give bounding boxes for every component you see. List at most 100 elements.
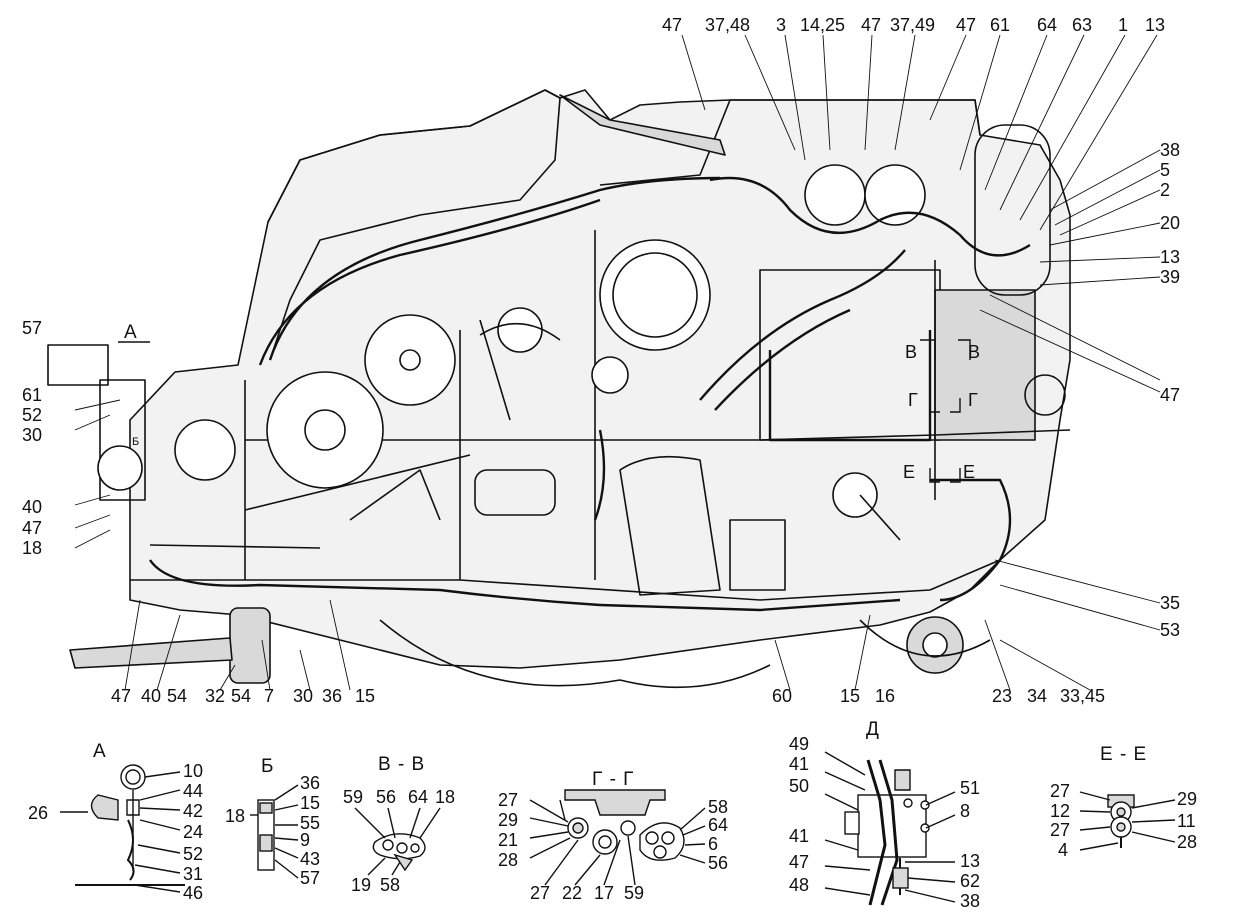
callout-top-4: 14,25 [800, 15, 846, 35]
view-g-label-bottom-2: 22 [562, 883, 583, 903]
air-filter-1 [804, 164, 866, 226]
harness-engine [709, 176, 1031, 257]
callout-left-4: 30 [22, 425, 43, 445]
view-v-label-top-3: 64 [408, 787, 429, 807]
view-e-label-right-3: 28 [1177, 832, 1198, 852]
view-d-label-left-5: 47 [789, 852, 810, 872]
callout-right-4: 20 [1160, 213, 1181, 233]
valve-block-2 [99, 379, 146, 501]
rod-3 [349, 469, 441, 521]
callout-top-11: 1 [1118, 15, 1129, 35]
callout-bottom-8: 36 [322, 686, 343, 706]
view-d-drawing [824, 751, 956, 906]
harness-vertical [768, 330, 932, 442]
fan-pulley [364, 314, 456, 406]
rod-2 [149, 544, 321, 549]
drive-wheel-arc [379, 619, 771, 689]
section-mark-e-left: Е [903, 462, 916, 482]
left-reducer [97, 445, 143, 491]
view-a-label-3: 42 [183, 801, 204, 821]
view-d-title: Д [866, 719, 880, 740]
view-b-drawing [250, 784, 299, 879]
view-e-drawing [1079, 791, 1176, 851]
view-v-label-top-4: 18 [435, 787, 456, 807]
view-b-label-left-1: 18 [225, 806, 246, 826]
hydraulic-tank-inner [612, 252, 698, 338]
side-pulley [174, 419, 236, 481]
view-v-drawing [354, 807, 441, 876]
view-e-label-left-2: 12 [1050, 801, 1071, 821]
harness-rear [930, 478, 1012, 602]
lower-frame-rail [130, 559, 1001, 601]
section-mark-v-left: В [905, 342, 918, 362]
view-g-label-left-4: 28 [498, 850, 519, 870]
callout-bottom-11: 15 [840, 686, 861, 706]
hose-bundle-front-2 [714, 308, 851, 411]
hose-1 [268, 176, 721, 361]
view-v-label-bottom-2: 58 [380, 875, 401, 895]
view-b-title: Б [261, 756, 275, 777]
separator-arc [479, 322, 561, 341]
view-g-label-right-2: 64 [708, 815, 729, 835]
steering-wheel [1024, 374, 1066, 416]
view-e-label-left-1: 27 [1050, 781, 1071, 801]
view-e-label-left-4: 4 [1058, 840, 1069, 860]
view-g-label-bottom-1: 27 [530, 883, 551, 903]
view-g-label-right-1: 58 [708, 797, 729, 817]
view-a-drawing [60, 764, 185, 893]
callout-left-3: 52 [22, 405, 43, 425]
view-a-label-6: 31 [183, 864, 204, 884]
view-g-title: Г - Г [592, 769, 635, 790]
air-filter-2 [864, 164, 926, 226]
view-g-label-bottom-4: 59 [624, 883, 645, 903]
view-d-label-right-3: 13 [960, 851, 981, 871]
view-d-label-left-1: 49 [789, 734, 810, 754]
callout-bottom-3: 54 [167, 686, 188, 706]
view-g-label-left-2: 29 [498, 810, 519, 830]
callout-right-3: 2 [1160, 180, 1171, 200]
callout-bottom-13: 23 [992, 686, 1013, 706]
hose-down [593, 429, 606, 521]
grain-tank-hood [267, 89, 561, 361]
view-d-label-left-3: 50 [789, 776, 810, 796]
view-a-label-5: 52 [183, 844, 204, 864]
view-g-label-bottom-3: 17 [594, 883, 615, 903]
valve-block [47, 344, 109, 386]
callout-bottom-9: 15 [355, 686, 376, 706]
view-a-title: А [93, 741, 107, 762]
idler-pulley-2 [591, 356, 629, 394]
callout-right-6: 39 [1160, 267, 1181, 287]
callout-top-5: 47 [861, 15, 882, 35]
view-v-label-top-1: 59 [343, 787, 364, 807]
section-mark-a: А [124, 322, 138, 343]
callout-top-8: 61 [990, 15, 1011, 35]
callout-right-8: 35 [1160, 593, 1181, 613]
hose-bundle-front [699, 249, 906, 401]
section-mark-g-left: Г [908, 390, 918, 410]
callout-left-7: 18 [22, 538, 43, 558]
box-panel [729, 519, 786, 591]
section-mark-b: Б [132, 436, 140, 448]
view-b-label-4: 9 [300, 830, 311, 850]
view-a-label-4: 24 [183, 822, 204, 842]
view-d-label-left-2: 41 [789, 754, 810, 774]
view-d-label-right-4: 62 [960, 871, 981, 891]
middle-frame-rail [245, 429, 1071, 441]
view-a-label-1: 10 [183, 761, 204, 781]
rod-5 [859, 494, 901, 541]
view-a-label-7: 46 [183, 883, 204, 903]
view-d-label-right-1: 51 [960, 778, 981, 798]
view-e-label-right-2: 11 [1177, 811, 1196, 831]
view-v-title: В - В [378, 754, 426, 775]
view-a-label-left-1: 26 [28, 803, 49, 823]
rod-1 [244, 454, 471, 511]
callout-right-2: 5 [1160, 160, 1171, 180]
large-drum [266, 371, 384, 489]
callout-top-3: 3 [776, 15, 787, 35]
callout-left-2: 61 [22, 385, 43, 405]
brake-cylinder [229, 607, 271, 684]
callout-top-9: 64 [1037, 15, 1058, 35]
view-d-label-left-6: 48 [789, 875, 810, 895]
view-e-label-right-1: 29 [1177, 789, 1198, 809]
